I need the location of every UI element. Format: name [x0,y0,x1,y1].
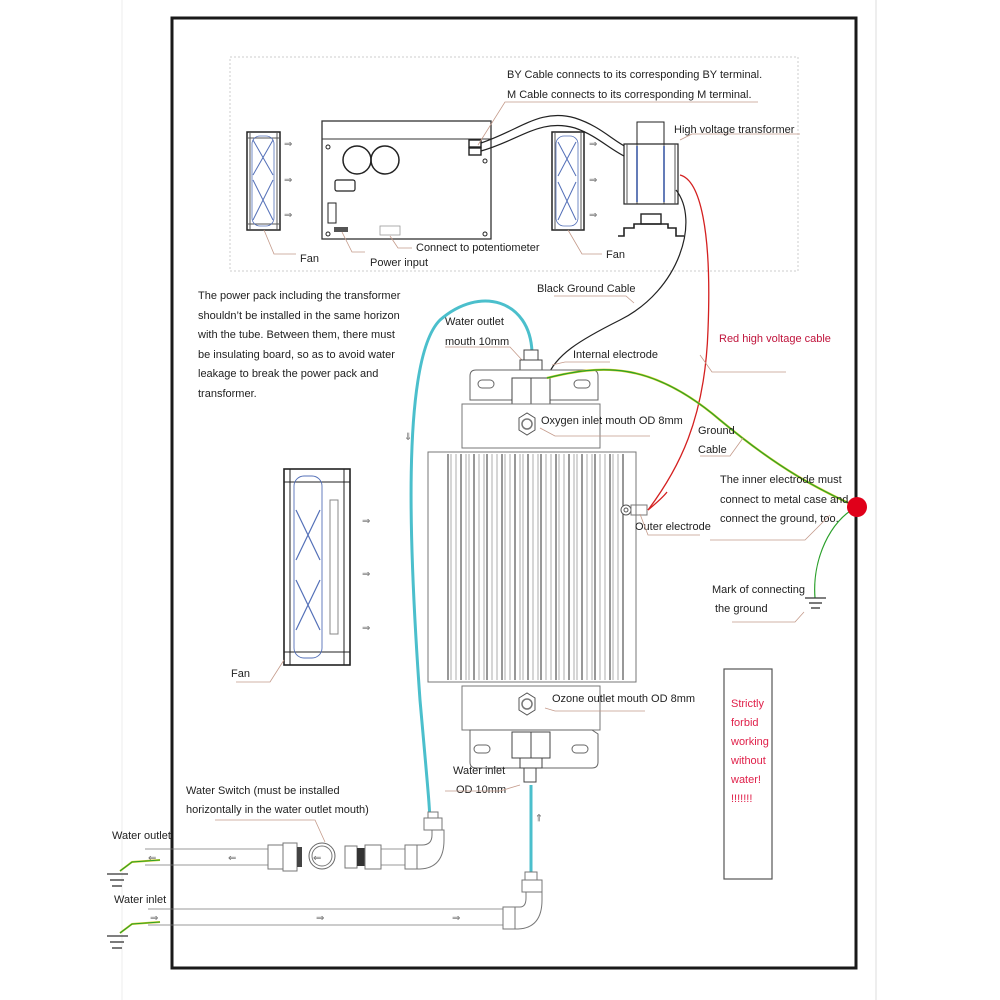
ground-cable [546,369,858,508]
svg-text:Mark of connecting: Mark of connecting [712,584,805,596]
label-red-high-voltage-cable: Red high voltage cable [719,333,831,345]
label-black-ground-cable: Black Ground Cable [537,283,635,295]
svg-text:be insulating board, so as to: be insulating board, so as to avoid wate… [198,349,395,361]
label-oxygen-inlet: Oxygen inlet mouth OD 8mm [541,415,683,427]
fan-left: ⇒ ⇒ ⇒ [283,468,370,666]
by-cable [480,114,629,149]
svg-text:Strictly: Strictly [731,698,765,710]
label-fan-top-left: Fan [300,253,319,265]
svg-text:connect to metal case and: connect to metal case and [720,494,848,506]
ground-symbol-icon [107,935,128,949]
svg-text:The power pack including the t: The power pack including the transformer [198,290,401,302]
svg-text:with the tube. Between them, t: with the tube. Between them, there must [197,329,395,341]
svg-text:leakage to break the power pac: leakage to break the power pack and [198,368,378,380]
black-ground-cable [546,189,687,379]
fan-top-left: ⇒ ⇒ ⇒ [246,131,292,231]
label-water-inlet-od: Water inlet [453,765,505,777]
fan-blade-icon [295,509,321,631]
airflow-arrow-icon: ⇒ [589,175,597,186]
flow-arrow-icon: ⇒ [534,814,545,822]
ground-wire-inlet [119,921,161,934]
note-by-cable: BY Cable connects to its corresponding B… [507,69,762,81]
note-ground-mark: Mark of connecting the ground [712,584,805,615]
label-water-switch-2: horizontally in the water outlet mouth) [186,804,369,816]
warning-box [723,668,773,880]
label-water-inlet: Water inlet [114,894,166,906]
fan-blade-icon [252,139,274,221]
terminal-by [468,139,482,148]
note-inner-electrode: The inner electrode must connect to meta… [720,474,848,525]
fan-blade-icon [557,141,577,221]
label-internal-electrode: Internal electrode [573,349,658,361]
svg-text:shouldn’t be installed in the: shouldn’t be installed in the same horiz… [198,310,400,322]
water-inlet-pipe: ⇒ ⇒ ⇒ [148,871,543,930]
water-switch [308,842,336,870]
airflow-arrow-icon: ⇒ [589,210,597,221]
heatsink-fins [447,454,624,680]
airflow-arrow-icon: ⇒ [362,623,370,634]
ground-wire-outlet [119,859,161,872]
label-ozone-outlet: Ozone outlet mouth OD 8mm [552,693,695,705]
ground-junction-node [847,497,867,517]
svg-text:working: working [730,736,769,748]
potentiometer-connector [379,225,401,236]
label-power-input: Power input [370,257,428,269]
airflow-arrow-icon: ⇒ [284,175,292,186]
flow-arrow-icon: ⇐ [148,853,156,864]
note-power-pack: The power pack including the transformer… [197,290,401,400]
svg-text:connect the ground, too.: connect the ground, too. [720,513,839,525]
label-fan-left: Fan [231,668,250,680]
label-water-outlet: Water outlet [112,830,171,842]
flow-arrow-icon: ⇐ [313,853,321,864]
svg-text:without: without [730,755,766,767]
terminal-m [468,147,482,156]
svg-text:The inner electrode must: The inner electrode must [720,474,842,486]
note-m-cable: M Cable connects to its corresponding M … [507,89,752,101]
warning-text: Strictly forbid working without water! !… [730,698,769,805]
water-outlet-pipe: ⇐ ⇐ ⇐ [145,811,445,872]
ozone-tube-assembly [427,349,648,783]
fan-top-right: ⇒ ⇒ ⇒ [551,131,597,231]
capacitor-icon [370,145,400,175]
airflow-arrow-icon: ⇒ [362,569,370,580]
ground-symbol-icon [805,597,826,609]
ground-symbol-icon [107,873,128,887]
svg-text:water!: water! [730,774,761,786]
label-high-voltage-transformer: High voltage transformer [674,124,795,136]
red-high-voltage-cable [647,174,710,511]
label-water-outlet-mouth: Water outlet [445,316,504,328]
airflow-arrow-icon: ⇒ [284,210,292,221]
label-water-switch: Water Switch (must be installed [186,785,340,797]
flow-arrow-icon: ⇐ [228,853,236,864]
label-ground-cable: Ground [698,425,735,437]
label-ground-cable-2: Cable [698,444,727,456]
label-outer-electrode: Outer electrode [635,521,711,533]
label-fan-top-right: Fan [606,249,625,261]
power-pack-region [229,56,799,272]
flow-arrow-icon: ⇒ [316,913,324,924]
diagram-frame [170,16,858,970]
airflow-arrow-icon: ⇒ [284,139,292,150]
label-connect-potentiometer: Connect to potentiometer [416,242,540,254]
flow-arrow-icon: ⇒ [150,913,158,924]
high-voltage-transformer [618,121,684,237]
svg-text:!!!!!!!: !!!!!!! [731,793,752,805]
flow-arrow-icon: ⇒ [452,913,460,924]
svg-text:forbid: forbid [731,717,759,729]
svg-text:transformer.: transformer. [198,388,257,400]
airflow-arrow-icon: ⇒ [589,139,597,150]
svg-text:the ground: the ground [715,603,768,615]
power-supply-board [321,120,492,240]
airflow-arrow-icon: ⇒ [362,516,370,527]
flow-arrow-icon: ⇒ [402,432,413,440]
water-outlet-tube [409,299,534,826]
label-water-inlet-od-size: OD 10mm [456,784,506,796]
m-cable [480,124,629,159]
label-water-outlet-mouth-size: mouth 10mm [445,336,509,348]
